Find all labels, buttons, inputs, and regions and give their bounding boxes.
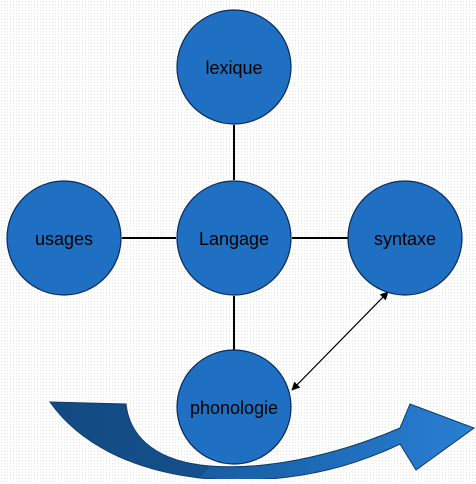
node-usages: usages: [6, 180, 122, 296]
node-phonologie: phonologie: [176, 349, 292, 465]
node-lexique: lexique: [176, 9, 292, 125]
node-label: phonologie: [190, 398, 278, 418]
node-label: lexique: [205, 58, 262, 78]
node-langage: Langage: [176, 180, 292, 296]
node-circle: [347, 180, 463, 296]
node-syntaxe: syntaxe: [347, 180, 463, 296]
node-label: Langage: [199, 229, 269, 249]
connectors: [122, 125, 389, 391]
node-circle: [176, 9, 292, 125]
node-label: usages: [35, 229, 93, 249]
node-circle: [6, 180, 122, 296]
curved-arrow-icon: [49, 401, 476, 481]
node-circle: [176, 180, 292, 296]
node-label: syntaxe: [374, 229, 436, 249]
edge-syntaxe-phonologie: [291, 291, 389, 391]
node-circle: [176, 349, 292, 465]
